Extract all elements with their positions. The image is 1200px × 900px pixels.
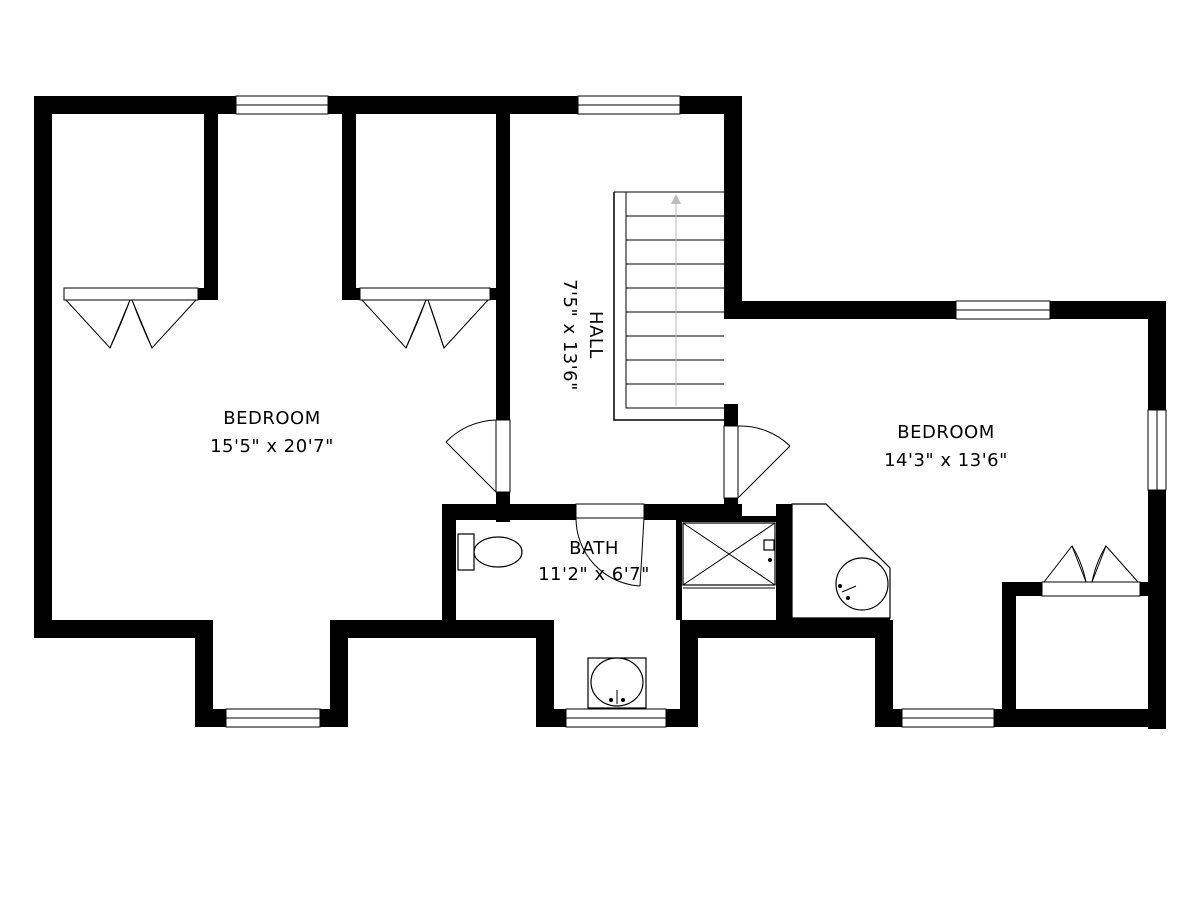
wall-right-bump-left [875,620,893,727]
bedroom-right-dims: 14'3" x 13'6" [884,450,1008,471]
walls [34,96,1166,729]
wall-closet3-top-left [1002,582,1042,596]
wall-closet2-stub [342,288,362,300]
door-bath [575,503,645,587]
wall-closet2-left [342,96,356,300]
bedroom-left-name: BEDROOM [223,408,320,429]
window-top-hall [577,95,681,115]
window-top-left [235,95,329,115]
wall-hall-right-mid [724,404,738,426]
swing-doors [445,419,791,587]
staircase [613,191,724,421]
door-left-bedroom [445,419,511,493]
wall-closet3-left [1002,582,1016,727]
bedroom-left-dims: 15'5" x 20'7" [210,436,334,457]
window-bottom-right [901,708,995,728]
hall-name: HALL [585,311,606,359]
window-bottom-left [225,708,321,728]
wall-bath-top-left [442,504,576,520]
bath-sink-icon [587,657,647,709]
bedroom-right-name: BEDROOM [897,422,994,443]
wall-shower-left [676,516,682,620]
closet1-door [63,287,199,349]
closet3-door [1041,544,1141,597]
window-bottom-bath [565,708,667,728]
bath-fixtures [457,503,891,709]
wall-left-bump-right [330,620,348,727]
wall-shower-right [776,504,792,636]
wall-closet3-top-right [1140,582,1166,596]
wall-vanity-bottom [776,618,890,636]
bath-dims: 11'2" x 6'7" [538,564,650,585]
wall-right-exterior [1148,301,1166,729]
windows [225,95,1167,728]
wall-hall-right-upper [724,96,742,304]
hall-dims: 7'5" x 13'6" [559,279,580,391]
room-labels: BEDROOM 15'5" x 20'7" BEDROOM 14'3" x 13… [210,279,1008,585]
toilet-icon [457,533,523,571]
wall-hall-right-low [724,498,738,520]
wall-bath-bump-left [536,620,554,727]
stair-arrow-icon [671,194,681,204]
wall-right-wing-top [724,301,1166,319]
wall-bath-bump-right [680,620,698,727]
closet2-door [359,287,491,349]
wall-bath-left [442,504,456,638]
vanity-sink-icon [791,503,891,619]
closet-doors [63,287,1141,597]
wall-closet1-stub [198,288,218,300]
wall-left-exterior [34,96,52,638]
wall-hall-left-upper [496,96,510,420]
wall-closet1-right [204,96,218,300]
wall-bay-left [195,620,213,727]
window-top-right [955,300,1051,320]
wall-closet2-stub-right [490,288,510,300]
wall-shower-top [676,516,792,522]
window-right [1147,409,1167,491]
bath-name: BATH [569,538,619,559]
door-right-bedroom [723,425,791,499]
shower-icon [682,522,776,589]
wall-bottom-left [34,620,213,638]
